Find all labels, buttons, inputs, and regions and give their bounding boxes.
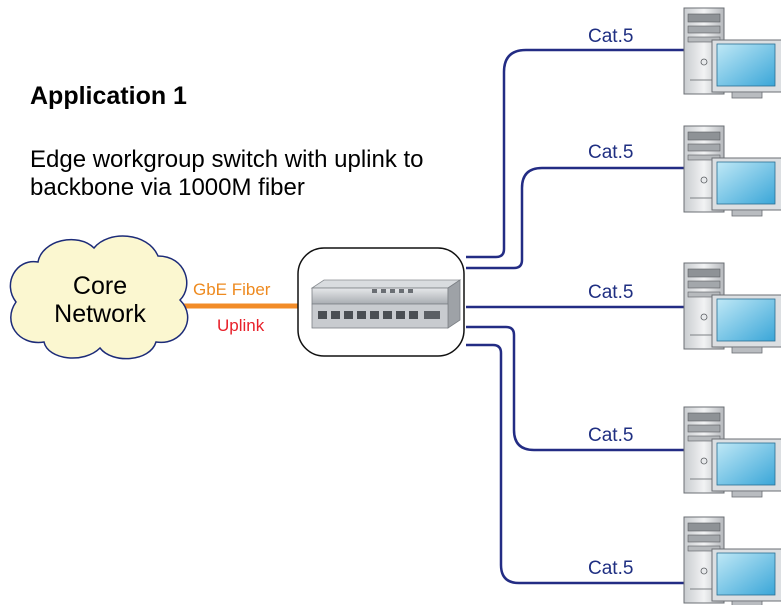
cable-label-1: Cat.5 xyxy=(588,26,634,47)
core-network-cloud xyxy=(9,235,189,360)
diagram-title: Application 1 xyxy=(30,82,187,110)
uplink-label: Uplink xyxy=(217,316,265,335)
cable-2 xyxy=(466,166,690,270)
cable-4 xyxy=(466,325,690,452)
cat5-cables xyxy=(466,48,690,585)
diagram-description: Edge workgroup switch with uplink to bac… xyxy=(30,146,424,201)
cable-1 xyxy=(466,48,690,259)
core-network-label: Core Network xyxy=(54,272,146,328)
computer-icon-1 xyxy=(683,7,781,99)
cable-label-4: Cat.5 xyxy=(588,425,634,446)
computer-icon-3 xyxy=(683,262,781,354)
computer-icon-4 xyxy=(683,406,781,498)
cable-label-3: Cat.5 xyxy=(588,282,634,303)
switch-device-icon xyxy=(310,279,462,329)
computer-icon-5 xyxy=(683,516,781,605)
gbe-fiber-label: GbE Fiber xyxy=(193,280,271,299)
cable-label-2: Cat.5 xyxy=(588,142,634,163)
computer-icon-2 xyxy=(683,125,781,217)
cable-5 xyxy=(466,343,690,585)
cable-label-5: Cat.5 xyxy=(588,558,634,579)
